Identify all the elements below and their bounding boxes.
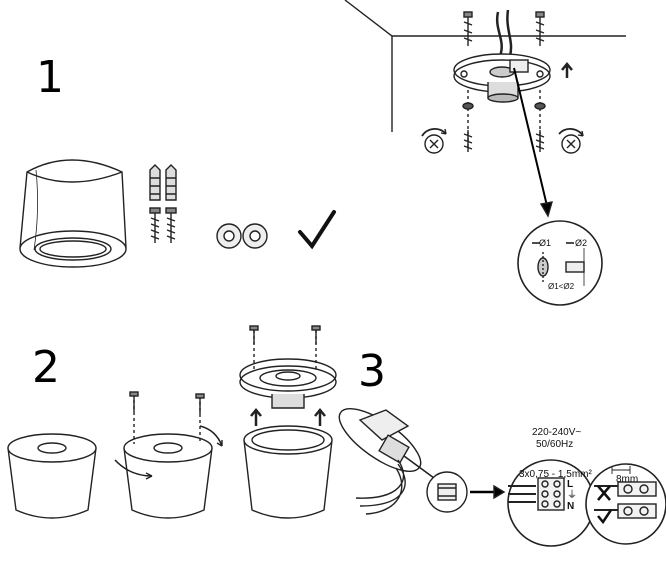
live-label: L xyxy=(567,479,573,490)
diameter-detail-circle: Ø1 Ø2 Ø1<Ø2 xyxy=(517,220,603,306)
diameter-1-label: Ø1 xyxy=(539,238,551,248)
neutral-label: N xyxy=(567,501,574,512)
cable-spec-label: 3x0,75 - 1,5mm² xyxy=(519,469,592,480)
up-arrow-icon xyxy=(250,408,262,426)
base-with-terminal-illustration xyxy=(338,408,435,515)
up-arrow-icon xyxy=(314,408,326,426)
step-number-1: 1 xyxy=(36,52,64,103)
mounting-plate-illustration xyxy=(453,9,551,103)
housing-step2b xyxy=(114,391,223,519)
up-arrow-icon xyxy=(561,62,573,78)
terminal-zoom-circle xyxy=(426,471,468,513)
checkmark-icon xyxy=(298,210,336,250)
ground-label: ⏚ xyxy=(567,489,577,501)
lamp-housing-illustration xyxy=(19,159,127,268)
step-number-2: 2 xyxy=(32,342,60,393)
screwdriver-rotate-icon xyxy=(558,128,584,154)
strip-length-label: 8mm xyxy=(616,474,638,485)
strip-length-detail-circle xyxy=(585,463,666,545)
cross-icon xyxy=(597,485,611,501)
housing-step2c xyxy=(243,425,333,519)
housing-step2a xyxy=(7,433,97,519)
voltage-label: 220-240V~ xyxy=(532,427,581,438)
screwdriver-rotate-icon xyxy=(421,128,447,154)
washers-illustration xyxy=(216,223,268,249)
wall-plugs-illustration xyxy=(149,164,177,201)
mounting-plate-step2 xyxy=(239,325,337,426)
diameter-comparison-label: Ø1<Ø2 xyxy=(548,282,575,291)
step-number-3: 3 xyxy=(358,346,386,397)
wiring-detail-circle: L ⏚ N xyxy=(507,459,595,547)
callout-arrow xyxy=(513,67,549,211)
callout-arrowhead xyxy=(539,201,553,218)
ceiling-corner-lines xyxy=(344,0,626,132)
frequency-label: 50/60Hz xyxy=(536,439,573,450)
screws-illustration xyxy=(149,207,177,243)
checkmark-icon xyxy=(597,509,613,525)
ceiling-screws xyxy=(462,11,546,152)
diameter-2-label: Ø2 xyxy=(575,238,587,248)
